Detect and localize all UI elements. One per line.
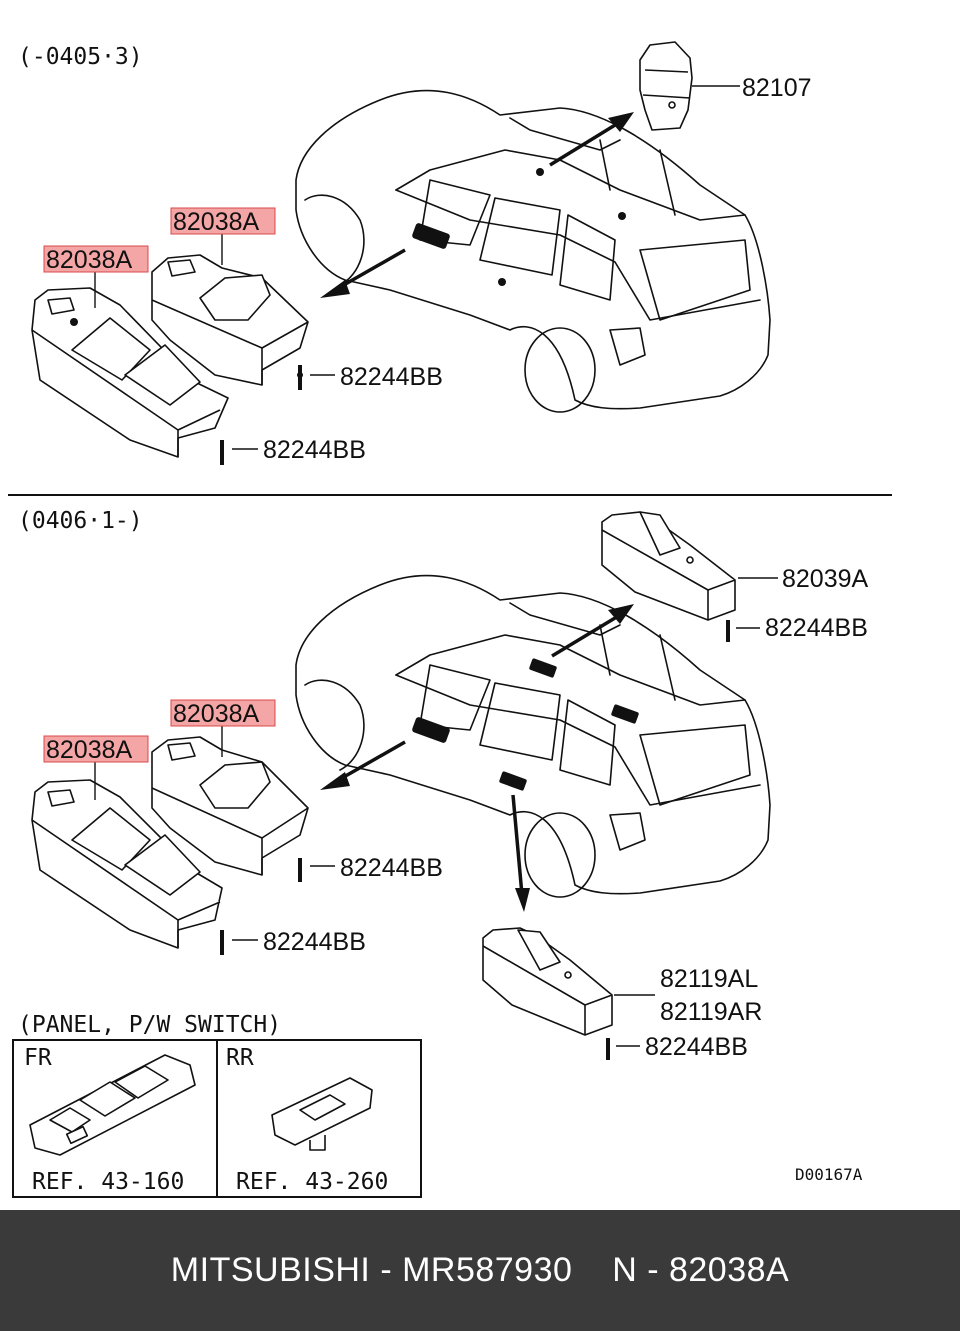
label-82244bb-top-1: 82244BB <box>340 363 443 391</box>
arrow-to-vent <box>549 112 634 167</box>
fr-panel-drawing <box>29 1054 196 1156</box>
rear-vent-part <box>639 41 693 131</box>
label-82244bb-door: 82244BB <box>645 1033 748 1061</box>
arrow-to-rear-switch <box>551 604 634 658</box>
arrow-to-switch-bottom <box>320 740 406 790</box>
label-82244bb-top-2: 82244BB <box>263 436 366 464</box>
car-outline-top <box>295 89 771 413</box>
parts-diagram: (-0405·3) 82107 <box>8 41 892 1198</box>
switch-upper-bottom <box>151 736 309 876</box>
panel-title: (PANEL, P/W SWITCH) <box>18 1012 281 1038</box>
panel-rr-ref: REF. 43-260 <box>236 1169 388 1195</box>
rear-switch-part <box>601 511 736 621</box>
label-82244bb-bottom-2: 82244BB <box>263 928 366 956</box>
top-range-label: (-0405·3) <box>18 44 143 70</box>
panel-fr-ref: REF. 43-160 <box>32 1169 184 1195</box>
switch-lower-top <box>31 287 229 458</box>
arrow-to-door-switch <box>511 794 530 912</box>
diagram-code: D00167A <box>795 1165 863 1184</box>
label-82244bb-rear: 82244BB <box>765 614 868 642</box>
door-switch-part <box>482 927 613 1036</box>
arrow-to-switch-top <box>320 248 406 298</box>
footer-part-text: MITSUBISHI - MR587930 N - 82038A <box>170 1251 790 1289</box>
rr-panel-drawing <box>271 1077 373 1151</box>
bottom-range-label: (0406·1-) <box>18 508 143 534</box>
label-82038a-upper-top: 82038A <box>173 208 260 236</box>
panel-rr-label: RR <box>226 1045 254 1071</box>
label-82107: 82107 <box>742 74 812 102</box>
panel-fr-label: FR <box>24 1045 52 1071</box>
label-82038a-upper-bottom: 82038A <box>173 700 260 728</box>
label-82038a-lower-top: 82038A <box>46 246 133 274</box>
label-82244bb-bottom-1: 82244BB <box>340 854 443 882</box>
highlight-box <box>170 207 276 235</box>
switch-upper-top <box>151 254 309 386</box>
label-82119ar: 82119AR <box>660 998 762 1026</box>
label-82039a: 82039A <box>782 565 869 593</box>
highlight-box <box>43 245 149 273</box>
footer-bar: MITSUBISHI - MR587930 N - 82038A <box>0 1210 960 1331</box>
car-outline-bottom <box>295 574 771 898</box>
highlight-box <box>43 735 149 763</box>
switch-lower-bottom <box>31 779 223 949</box>
label-82119al: 82119AL <box>660 965 758 993</box>
label-82038a-lower-bottom: 82038A <box>46 736 133 764</box>
highlight-box <box>170 699 276 727</box>
